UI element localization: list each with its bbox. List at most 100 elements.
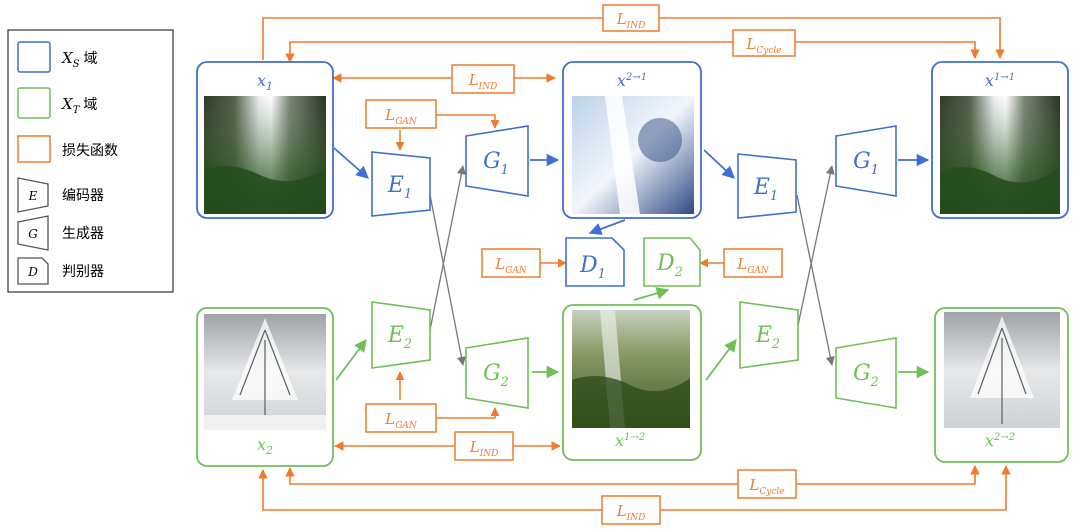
svg-text:E1: E1 (387, 173, 412, 202)
legend-loss-swatch (17, 135, 51, 163)
svg-text:LGAN: LGAN (736, 255, 770, 276)
translated-image-x1-to-2 (572, 310, 690, 428)
svg-text:x2→2: x2→2 (985, 431, 1015, 450)
reconstructed-image-x1 (940, 96, 1060, 214)
g2-left-sub: 2 (500, 375, 509, 390)
svg-text:LIND: LIND (616, 502, 646, 523)
d1-main: D (579, 253, 598, 278)
encoder-e1-right: E1 (737, 153, 797, 219)
g1-left-sub: 1 (501, 163, 509, 178)
loss-upper-ind-sub: IND (478, 82, 498, 92)
image-panel-x1: x1 (196, 61, 334, 219)
loss-bottom-ind: LIND (601, 495, 661, 525)
network-blocks: E1 G1 E2 G2 E1 G1 E2 (371, 125, 897, 409)
legend-xt-main: X (61, 95, 74, 113)
legend-encoder-label: 编码器 (62, 188, 104, 204)
e1-right-main: E (753, 175, 770, 200)
translated-image-x2-to-1 (572, 96, 694, 214)
image-panel-x2-to-1: x2→1 (562, 61, 702, 219)
image-panel-x1-reconstruction: x1→1 (931, 61, 1069, 219)
loss-lower-vae: LGAN (365, 403, 437, 433)
loss-d1-gan-sub: GAN (505, 266, 528, 276)
generator-g1-left: G1 (465, 125, 529, 197)
legend-generator-shape (17, 215, 49, 251)
svg-text:G2: G2 (853, 361, 879, 390)
x2-label-main: x (257, 435, 266, 454)
svg-text:LGAN: LGAN (494, 255, 528, 276)
g2-right-sub: 2 (870, 375, 879, 390)
loss-top-cycle-main: L (745, 35, 756, 53)
svg-text:LCycle: LCycle (748, 476, 784, 497)
g2-right-main: G (853, 361, 871, 386)
g2-left-main: G (483, 361, 501, 386)
loss-top-cycle-sub: Cycle (756, 46, 781, 56)
legend-xs-sub: S (73, 59, 80, 70)
encoder-e2-left: E2 (371, 301, 431, 369)
svg-text:D2: D2 (656, 251, 683, 280)
legend-xs-suffix: 域 (84, 51, 98, 67)
svg-text:XT域: XT域 (61, 95, 97, 116)
generator-g2-left: G2 (465, 337, 529, 409)
svg-text:x1→2: x1→2 (615, 431, 645, 450)
svg-text:E2: E2 (755, 323, 780, 352)
loss-d2-gan-main: L (736, 255, 747, 273)
svg-text:x2: x2 (257, 435, 273, 457)
loss-upper-ind: LIND (451, 64, 515, 94)
legend-encoder-shape (17, 177, 49, 213)
x2to1-label-main: x (617, 71, 626, 90)
loss-lower-vae-main: L (384, 410, 395, 428)
loss-bottom-cycle-main: L (748, 476, 759, 494)
x1-label-main: x (257, 71, 266, 90)
loss-upper-vae: LGAN (365, 99, 437, 129)
svg-text:G2: G2 (483, 361, 509, 390)
svg-text:G1: G1 (483, 149, 509, 178)
loss-bottom-ind-sub: IND (626, 513, 646, 523)
legend-xs-main: X (61, 49, 74, 67)
loss-d1-gan-main: L (494, 255, 505, 273)
svg-text:x1: x1 (257, 71, 273, 93)
e2-left-main: E (387, 323, 404, 348)
x1-label-sub: 1 (266, 80, 273, 93)
x2-label-sub: 2 (265, 444, 273, 457)
legend-discriminator-shape (17, 257, 49, 285)
svg-text:XS域: XS域 (61, 49, 98, 70)
svg-text:E1: E1 (753, 175, 778, 204)
g1-right-sub: 1 (871, 163, 879, 178)
loss-bottom-cycle-sub: Cycle (759, 487, 784, 497)
svg-text:LGAN: LGAN (384, 410, 418, 431)
loss-top-ind-sub: IND (626, 21, 646, 31)
image-panel-x2-reconstruction: x2→2 (934, 307, 1069, 463)
e1-right-sub: 1 (770, 189, 778, 204)
svg-text:E2: E2 (387, 323, 412, 352)
legend-generator-label: 生成器 (62, 226, 104, 242)
loss-lower-ind: LIND (454, 431, 514, 461)
g1-right-main: G (853, 149, 871, 174)
loss-top-ind-main: L (616, 10, 627, 28)
image-panel-x2: x2 (196, 307, 334, 467)
x2to1-label-sub: 2→1 (625, 72, 647, 83)
e2-right-main: E (755, 323, 772, 348)
legend-encoder-letter: E (28, 189, 38, 203)
svg-text:LIND: LIND (469, 438, 499, 459)
loss-upper-vae-sub: GAN (395, 117, 418, 127)
d2-main: D (656, 251, 675, 276)
loss-bottom-ind-main: L (616, 502, 627, 520)
legend-loss-label: 损失函数 (62, 143, 118, 159)
svg-text:LIND: LIND (616, 10, 646, 31)
e2-right-sub: 2 (771, 337, 780, 352)
legend-discriminator-letter: D (27, 265, 38, 279)
legend-xt-sub: T (73, 105, 81, 116)
loss-labels: LIND LCycle LIND LGAN LGAN LGAN LGAN LI (365, 4, 797, 525)
loss-top-ind: LIND (602, 4, 660, 32)
x1to2-label-main: x (615, 431, 624, 450)
x2rec-label-main: x (985, 431, 994, 450)
reconstructed-image-x2 (944, 312, 1060, 428)
legend-target-domain-swatch (17, 87, 51, 119)
generator-g2-right: G2 (835, 337, 897, 409)
legend-generator-letter: G (28, 227, 38, 241)
loss-lower-ind-sub: IND (479, 449, 499, 459)
e2-left-sub: 2 (403, 337, 412, 352)
e1-left-main: E (387, 173, 404, 198)
